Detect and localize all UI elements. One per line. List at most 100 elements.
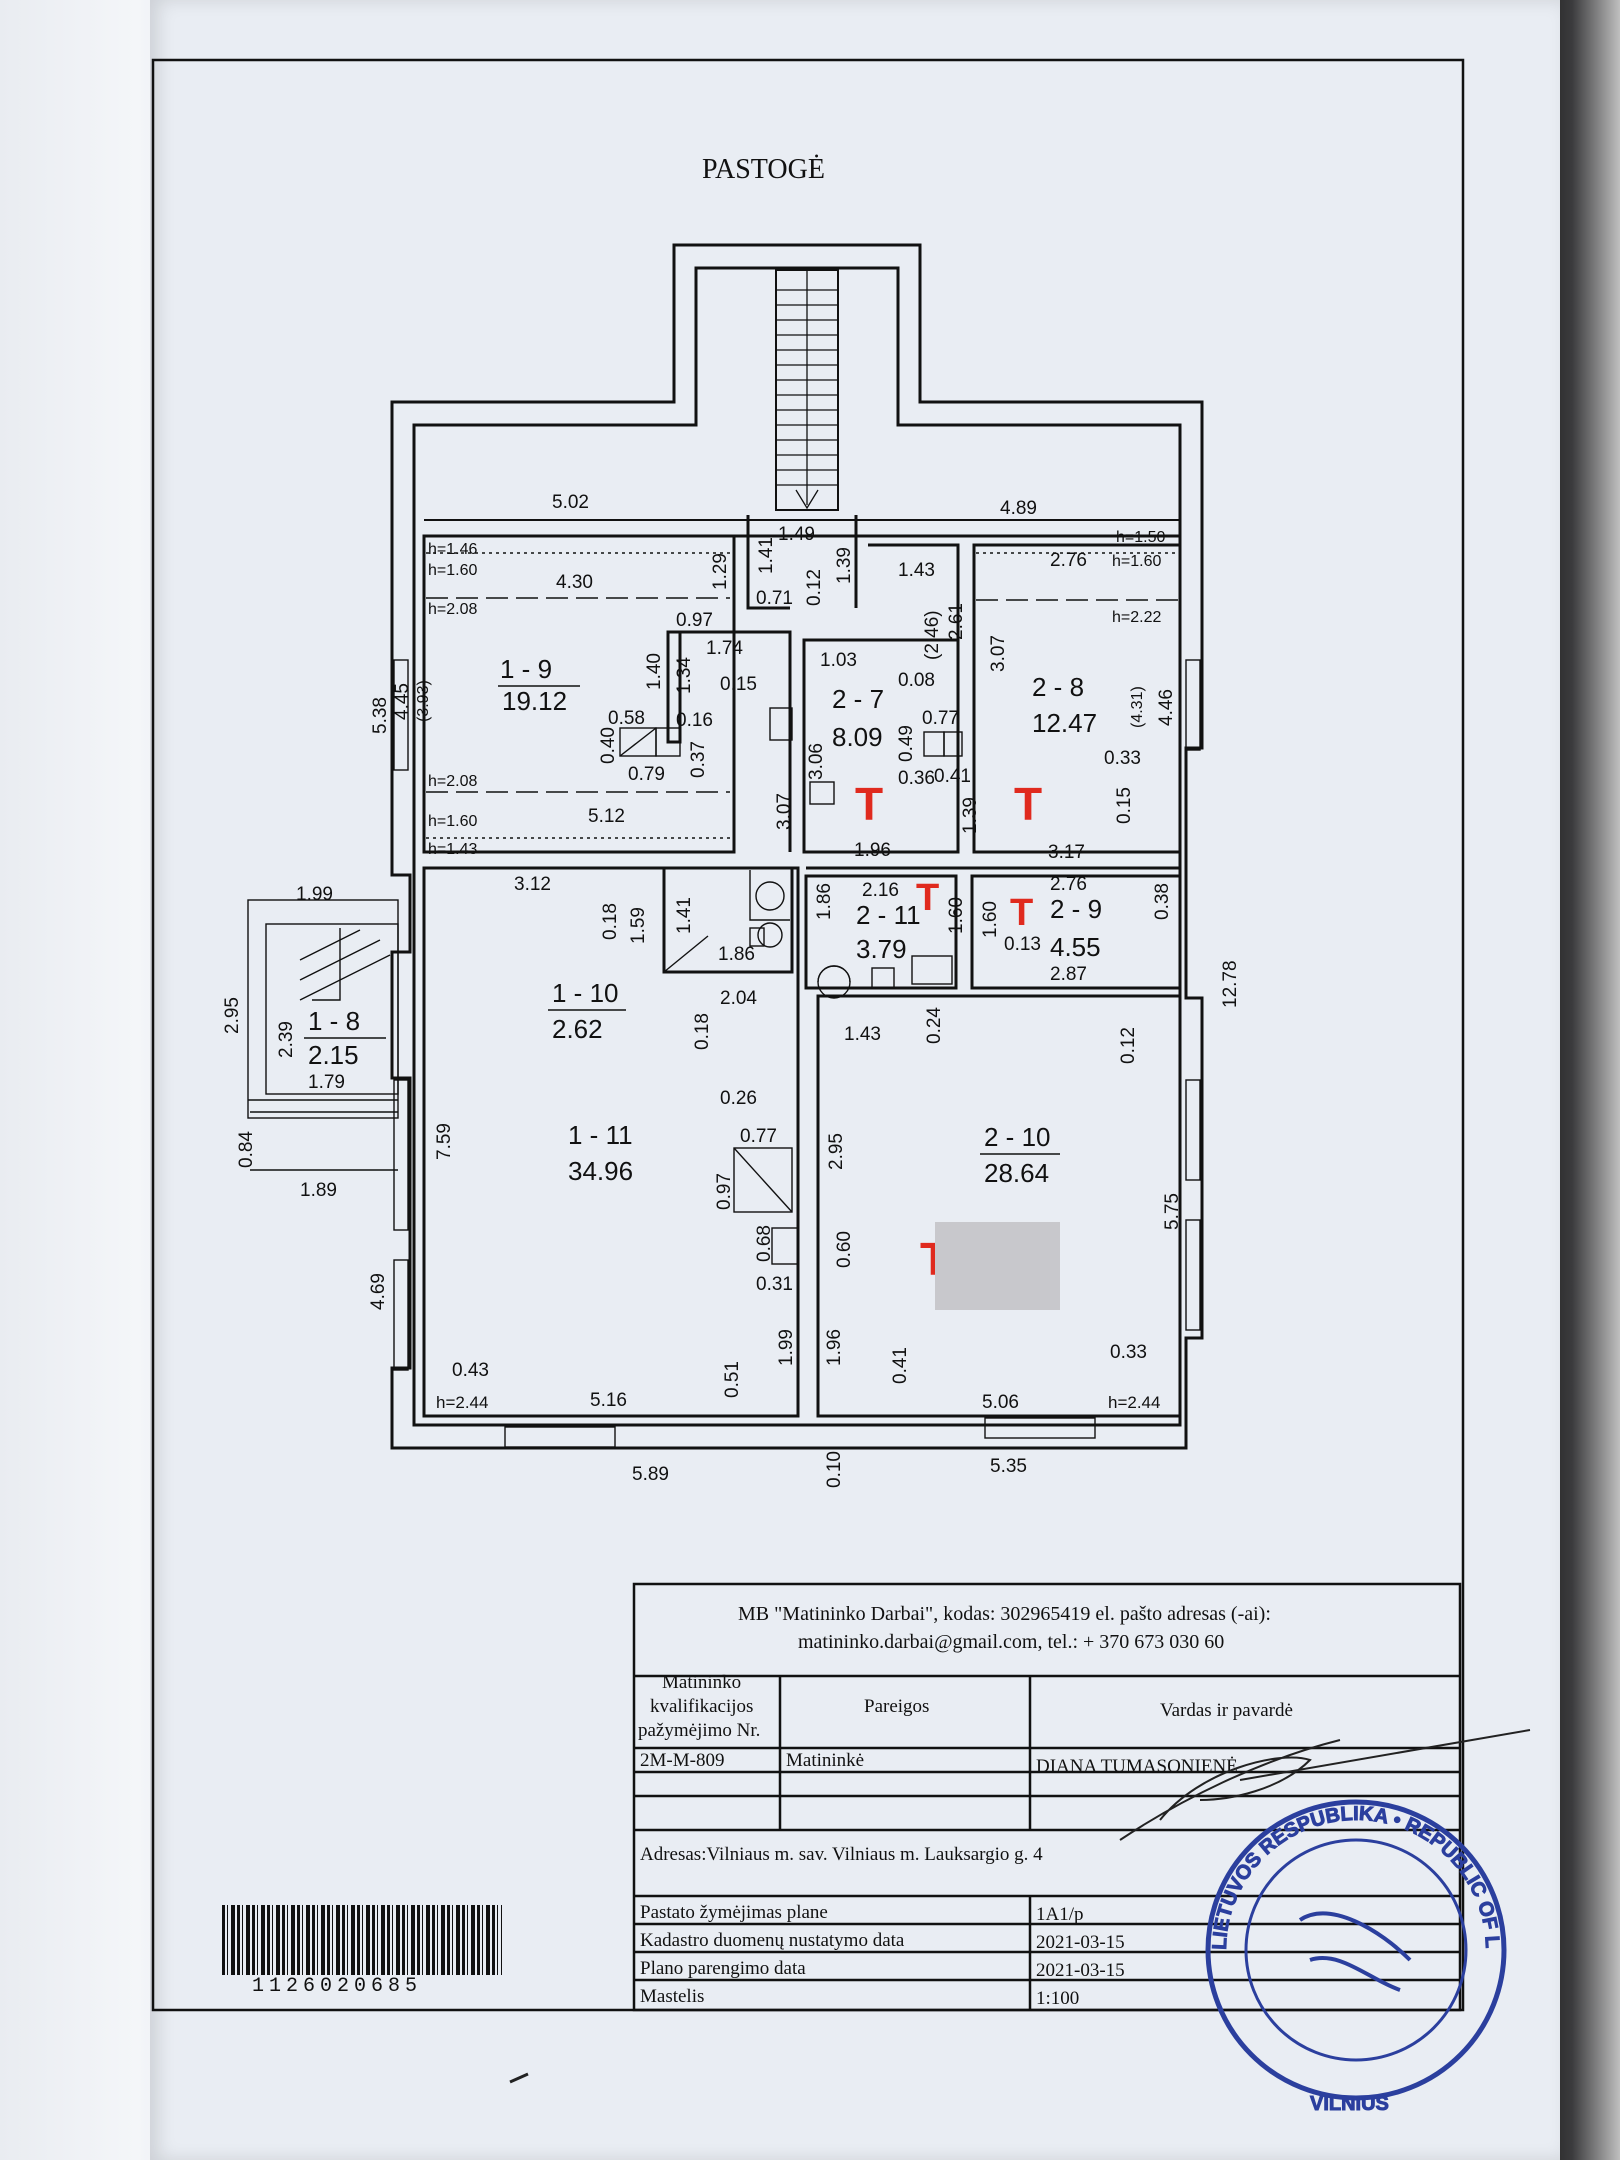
barcode-number: 1126020685 [252,1975,423,1998]
dim-label: 1.79 [308,1072,345,1093]
signature [1119,1729,1531,1841]
stamp: LIETUVOS RESPUBLIKA • REPUBLIC OF LITHUA… [0,0,1507,2116]
dim-label: 4.69 [368,1273,389,1310]
cell-address: Adresas:Vilniaus m. sav. Vilniaus m. Lau… [640,1844,1043,1865]
dim-label: 0.71 [756,588,793,609]
blurred-area [935,1222,1060,1310]
dim-label: 4.45 [392,683,413,720]
dim-label: 0.41 [890,1347,911,1384]
dim-label: 0.18 [692,1013,713,1050]
dim-label: 4.89 [1000,498,1037,519]
dim-label: h=1.50 [1116,529,1165,546]
dim-label: 0.24 [924,1007,945,1044]
dim-label: 3.07 [774,793,795,830]
dim-label: 1.86 [718,944,755,965]
dim-label: h=2.22 [1112,609,1161,626]
dim-label: 0.60 [834,1231,855,1268]
dim-label: 0.37 [688,741,709,778]
red-mark: T [916,877,939,919]
room-labels: 1 - 9 19.12 2 - 7 8.09 2 - 8 12.47 1 - 1… [304,654,1102,1188]
dim-label: 1.34 [674,657,695,694]
dim-label: 0.13 [1004,934,1041,955]
dim-label: h=1.60 [1112,553,1161,570]
room-id: 1 - 10 [552,978,619,1008]
dim-label: 1.43 [844,1024,881,1045]
dim-label: 1.40 [644,653,665,690]
dim-label: 5.35 [990,1456,1027,1477]
dim-label: h=2.44 [436,1393,488,1412]
handwritten-marks: T T T T T [855,778,1042,1285]
header-cell: kvalifikacijos [650,1696,753,1717]
dim-label: 1.41 [674,897,695,934]
dim-label: 5.75 [1162,1193,1183,1230]
title-block-frame [632,1582,1462,2012]
dim-label: 4.46 [1156,689,1177,726]
cell-value: 2021-03-15 [1036,1932,1125,1953]
dim-label: 3.07 [988,635,1009,672]
cell-label: Pastato žymėjimas plane [640,1902,828,1923]
company-line: MB "Matininko Darbai", kodas: 302965419 … [738,1603,1271,1625]
cell-value: 2021-03-15 [1036,1960,1125,1981]
dim-label: 7.59 [434,1123,455,1160]
dim-label: 1.60 [946,897,967,934]
dim-label: 0.26 [720,1088,757,1109]
detail-lines [247,552,1201,1448]
dim-label: 0.51 [722,1361,743,1398]
dim-label: 0.49 [896,725,917,762]
dim-label: 1.99 [776,1329,797,1366]
dim-label: 0.15 [720,674,757,695]
dim-label: 1.29 [710,553,731,590]
dim-label: 1.96 [854,840,891,861]
dim-label: 0.40 [598,727,619,764]
dim-label: h=1.60 [428,813,477,830]
dim-label: 2.76 [1050,874,1087,895]
room-id: 1 - 11 [568,1120,633,1150]
plan-sheet [150,0,1560,2160]
dim-label: 1.49 [778,524,815,545]
staircase [775,269,839,511]
dim-label: 1.41 [756,537,777,574]
dim-label: 0.36 [898,768,935,789]
svg-text:LIETUVOS RESPUBLIKA • REPUBLIC: LIETUVOS RESPUBLIKA • REPUBLIC OF LITHUA… [0,0,1504,1951]
dim-label: 5.06 [982,1392,1019,1413]
dim-label: 3.17 [1048,842,1085,863]
dim-label: 1.60 [980,901,1001,938]
dim-label: h=2.08 [428,601,477,618]
dim-label: 0.43 [452,1360,489,1381]
dim-label: 0.68 [754,1225,775,1262]
dim-label: 2.87 [1050,964,1087,985]
dim-label: 0.97 [676,610,713,631]
dim-label: 0.18 [600,903,621,940]
dim-label: 0.31 [756,1274,793,1295]
dim-label: 3.12 [514,874,551,895]
header-cell: Matininko [662,1672,741,1693]
room-id: 2 - 9 [1050,894,1102,924]
red-mark: T [1014,778,1042,830]
dim-label: 1.39 [960,797,981,834]
dim-label: 0.33 [1104,748,1141,769]
header-cell: Vardas ir pavardė [1160,1700,1293,1721]
cell-value: 1:100 [1036,1988,1079,2009]
room-id: 2 - 8 [1032,672,1084,702]
company-line: matininko.darbai@gmail.com, tel.: + 370 … [798,1631,1224,1653]
barcode [222,1905,502,1975]
dim-label: 1.86 [814,883,835,920]
room-area: 2.62 [552,1014,603,1044]
room-area: 28.64 [984,1158,1049,1188]
dim-label: 0.58 [608,708,645,729]
dim-label: 5.16 [590,1390,627,1411]
dim-label: h=2.08 [428,773,477,790]
dim-label: (3.93) [415,680,432,722]
cell-label: Kadastro duomenų nustatymo data [640,1930,905,1951]
dim-label: 1.43 [898,560,935,581]
red-mark: T [1010,892,1033,934]
dim-label: 0.08 [898,670,935,691]
dim-label: 2.95 [222,997,243,1034]
stamp-city: VILNIUS [1310,2093,1389,2115]
dim-label: (2.46) [922,610,943,660]
dim-label: 0.77 [922,708,959,729]
room-area: 34.96 [568,1156,633,1186]
stamp-text: LIETUVOS RESPUBLIKA • REPUBLIC OF LITHUA… [0,0,1504,1951]
cell-name: DIANA TUMASONIENĖ [1036,1756,1238,1777]
